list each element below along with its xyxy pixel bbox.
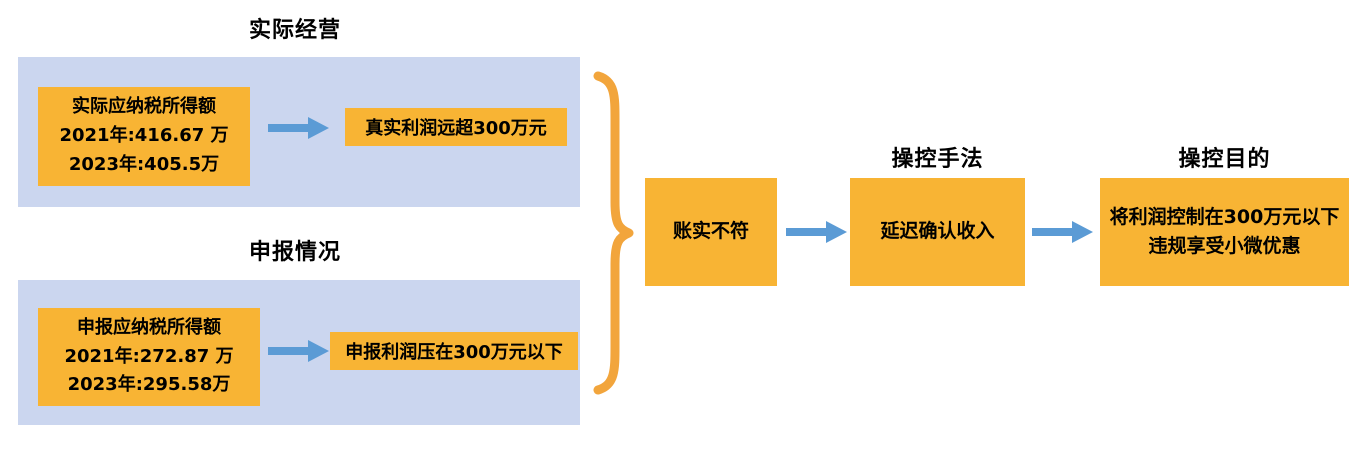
arrow-right-icon (1032, 221, 1093, 243)
mismatch-box: 账实不符 (645, 178, 777, 286)
declared-profit-result-box: 申报利润压在300万元以下 (330, 332, 578, 370)
actual-operations-title: 实际经营 (248, 18, 341, 43)
box-line: 2021年:272.87 万 (64, 345, 234, 367)
box-line: 2023年:405.5万 (68, 153, 220, 175)
arrow-right-icon (268, 117, 329, 139)
purpose-box: 将利润控制在300万元以下 违规享受小微优惠 (1100, 178, 1349, 286)
box-line: 2021年:416.67 万 (59, 125, 229, 147)
actual-operations-panel: 实际应纳税所得额 2021年:416.67 万 2023年:405.5万 真实利… (18, 57, 580, 207)
method-box: 延迟确认收入 (850, 178, 1025, 286)
box-line: 将利润控制在300万元以下 (1109, 205, 1340, 228)
declared-situation-title: 申报情况 (248, 240, 341, 265)
box-line: 违规享受小微优惠 (1148, 235, 1301, 257)
manipulation-method-title: 操控手法 (891, 147, 984, 172)
arrow-right-icon (268, 340, 329, 362)
box-line: 实际应纳税所得额 (72, 96, 216, 118)
box-line: 2023年:295.58万 (67, 374, 231, 396)
arrow-right-icon (786, 221, 847, 243)
box-line: 申报应纳税所得额 (77, 316, 221, 338)
declared-situation-panel: 申报应纳税所得额 2021年:272.87 万 2023年:295.58万 申报… (18, 280, 580, 425)
actual-taxable-income-box: 实际应纳税所得额 2021年:416.67 万 2023年:405.5万 (38, 87, 250, 186)
manipulation-purpose-title: 操控目的 (1178, 147, 1271, 172)
declared-taxable-income-box: 申报应纳税所得额 2021年:272.87 万 2023年:295.58万 (38, 308, 260, 406)
actual-profit-result-box: 真实利润远超300万元 (345, 108, 567, 146)
curly-brace-icon (593, 71, 634, 395)
